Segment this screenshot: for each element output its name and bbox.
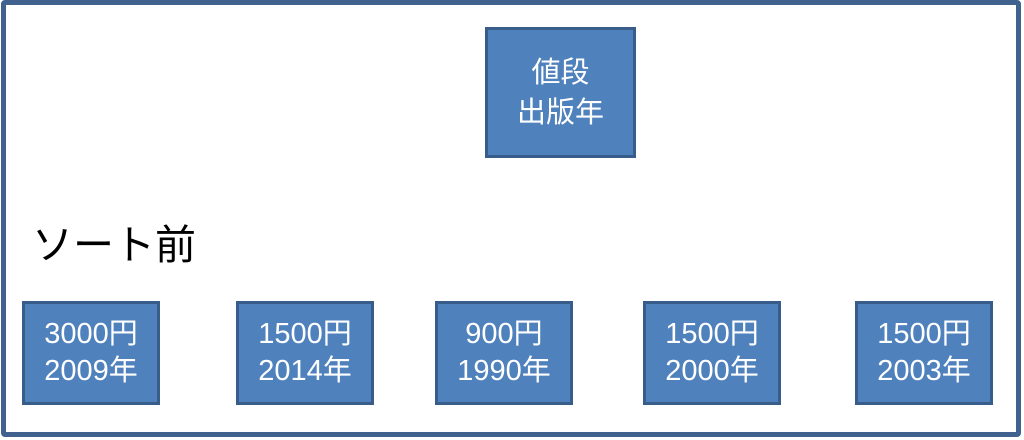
data-node-4: 1500円 2000年	[643, 301, 781, 405]
year-label: 2009年	[44, 355, 138, 387]
legend-price-label: 値段	[531, 56, 590, 89]
price-label: 1500円	[258, 318, 352, 350]
year-label: 2003年	[877, 355, 971, 387]
data-node-1: 3000円 2009年	[22, 301, 160, 405]
data-node-5: 1500円 2003年	[855, 301, 993, 405]
data-node-3: 900円 1990年	[435, 301, 573, 405]
data-node-2: 1500円 2014年	[236, 301, 374, 405]
year-label: 1990年	[457, 355, 551, 387]
year-label: 2014年	[258, 355, 352, 387]
year-label: 2000年	[665, 355, 759, 387]
legend-node: 値段 出版年	[485, 27, 636, 158]
price-label: 900円	[465, 318, 543, 350]
section-label: ソート前	[32, 222, 196, 268]
price-label: 1500円	[877, 318, 971, 350]
legend-year-label: 出版年	[516, 96, 604, 129]
price-label: 1500円	[665, 318, 759, 350]
price-label: 3000円	[44, 318, 138, 350]
